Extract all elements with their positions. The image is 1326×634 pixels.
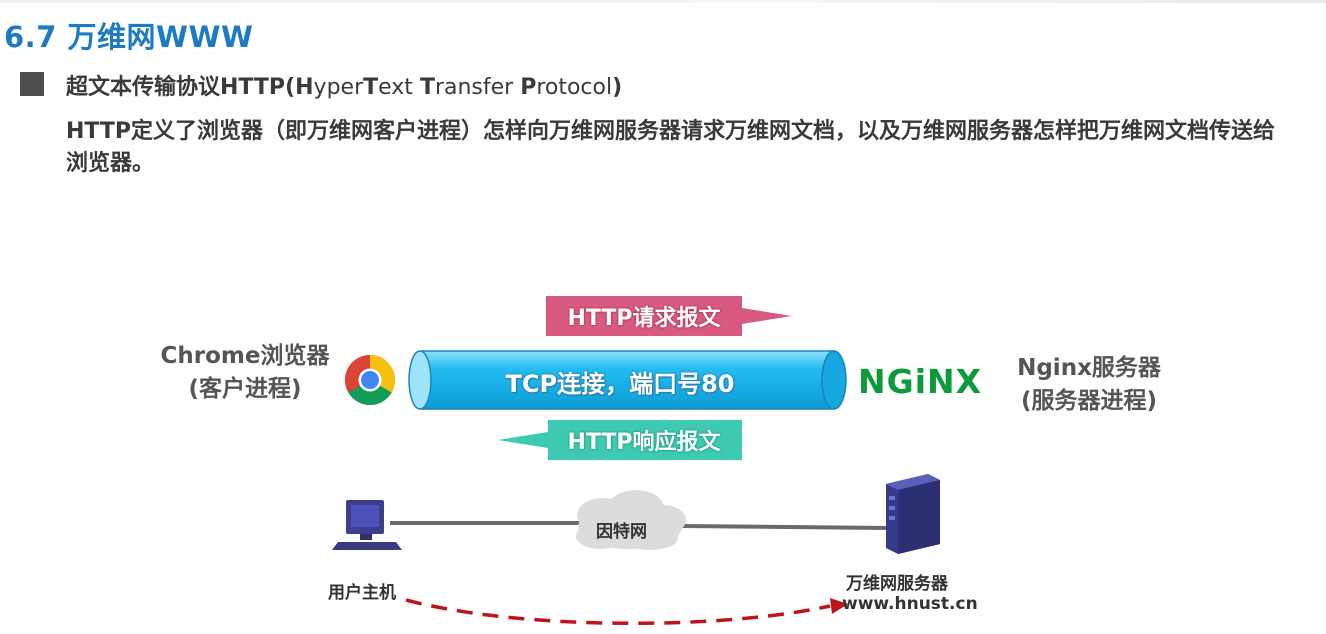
client-role: (客户进程) — [188, 376, 302, 402]
client-label: Chrome浏览器 (客户进程) — [150, 340, 340, 406]
chrome-icon — [345, 355, 395, 405]
host-label: 用户主机 — [328, 583, 396, 603]
response-label: HTTP响应报文 — [567, 430, 721, 455]
tcp-connection-label: TCP连接，端口号80 — [505, 370, 735, 398]
top-rule — [0, 0, 1326, 3]
request-path-dashed — [405, 598, 831, 626]
bullet-expansion: HyperText Transfer Protocol — [295, 75, 613, 100]
request-label: HTTP请求报文 — [567, 306, 721, 331]
response-arrow — [498, 420, 742, 460]
tcp-pipe — [408, 350, 847, 410]
web-server-icon — [886, 474, 940, 554]
network-diagram — [332, 474, 940, 626]
server-label: Nginx服务器 (服务器进程) — [1004, 352, 1174, 418]
link-cloud-server — [679, 524, 889, 530]
internet-label: 因特网 — [596, 522, 647, 542]
http-description: HTTP定义了浏览器（即万维网客户进程）怎样向万维网服务器请求万维网文档，以及万… — [66, 119, 1276, 176]
bullet-prefix: 超文本传输协议HTTP( — [66, 75, 296, 100]
bullet-heading: 超文本传输协议HTTP(HyperText Transfer Protocol) — [66, 69, 622, 101]
bullet-suffix: ) — [612, 75, 623, 100]
web-server-url: www.hnust.cn — [842, 594, 978, 614]
request-arrow — [546, 296, 792, 336]
nginx-logo: NGiNX — [858, 362, 983, 401]
slide-title: 6.7 万维网WWW — [4, 20, 254, 54]
server-role: (服务器进程) — [1020, 388, 1158, 414]
internet-cloud-icon — [576, 490, 686, 550]
server-name: Nginx服务器 — [1017, 355, 1161, 381]
bullet-marker — [20, 72, 44, 96]
request-path-arrowhead — [830, 598, 848, 614]
client-name: Chrome浏览器 — [160, 343, 330, 369]
host-computer-icon — [332, 500, 402, 550]
web-server-label: 万维网服务器 — [846, 574, 948, 594]
